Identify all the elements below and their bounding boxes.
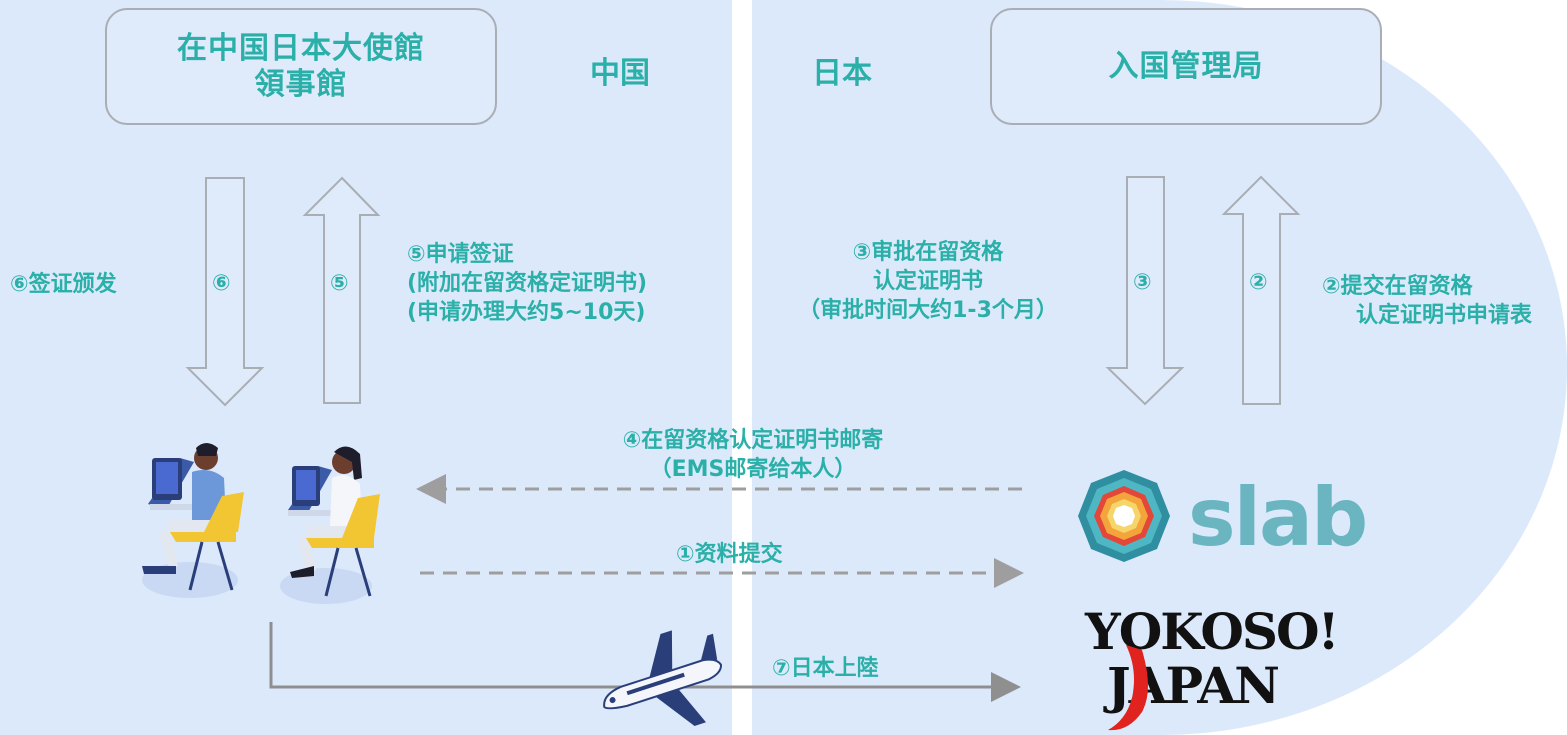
arrow-up-5 — [302, 176, 381, 404]
arrow-down-6 — [185, 177, 265, 407]
step5-line2: (附加在留资格定证明书) — [407, 271, 648, 296]
step3-arrow-label: ③ — [1133, 270, 1152, 295]
country-china: 中国 — [590, 56, 650, 91]
arrow-up-2 — [1221, 175, 1301, 405]
step5-text: ⑤申请签证 (附加在留资格定证明书) (申请办理大约5~10天) — [407, 240, 647, 327]
yokoso-line1: YOKOSO! — [1085, 602, 1340, 661]
step2-text: ②提交在留资格 认定证明书申请表 — [1322, 272, 1532, 330]
embassy-title-line2: 領事館 — [254, 66, 348, 102]
step4-line1: ④在留资格认定证明书邮寄 — [622, 428, 884, 453]
step7-label: ⑦日本上陸 — [772, 656, 879, 681]
immigration-box: 入国管理局 — [990, 8, 1382, 125]
step3-line3: （审批时间大约1-3个月） — [798, 298, 1058, 323]
yokoso-red-brush — [1108, 645, 1148, 731]
country-japan: 日本 — [812, 56, 872, 91]
step4-line2: （EMS邮寄给本人） — [649, 457, 857, 482]
step4-text: ④在留资格认定证明书邮寄 （EMS邮寄给本人） — [578, 426, 928, 484]
airplane-icon — [603, 630, 722, 726]
step6-arrow-label: ⑥ — [212, 271, 231, 296]
step3-line1: ③审批在留资格 — [852, 240, 1004, 265]
step5-arrow-label: ⑤ — [330, 271, 349, 296]
arrow-landing-7 — [269, 622, 1021, 702]
step2-arrow-label: ② — [1249, 270, 1268, 295]
step1-label: ①资料提交 — [676, 542, 783, 567]
person-woman-illustration — [280, 446, 380, 604]
embassy-box: 在中国日本大使館 領事館 — [105, 8, 497, 125]
step3-text: ③审批在留资格 认定证明书 （审批时间大约1-3个月） — [778, 238, 1078, 325]
step2-line1: ②提交在留资格 — [1322, 274, 1473, 299]
person-man-illustration — [142, 443, 244, 598]
yokoso-japan-logo: YOKOSO! JAPAN — [1085, 602, 1340, 713]
step5-line1: ⑤申请签证 — [407, 242, 514, 267]
slab-logo-mark — [1078, 470, 1170, 562]
step6-label: ⑥签证颁发 — [10, 272, 117, 297]
step2-line2: 认定证明书申请表 — [1356, 303, 1533, 328]
step5-line3: (申请办理大约5~10天) — [407, 300, 646, 325]
immigration-title: 入国管理局 — [1108, 48, 1264, 84]
embassy-title-line1: 在中国日本大使館 — [177, 30, 425, 66]
slab-wordmark: slab — [1188, 471, 1368, 564]
step3-line2: 认定证明书 — [872, 269, 983, 294]
arrow-down-3 — [1105, 176, 1185, 406]
